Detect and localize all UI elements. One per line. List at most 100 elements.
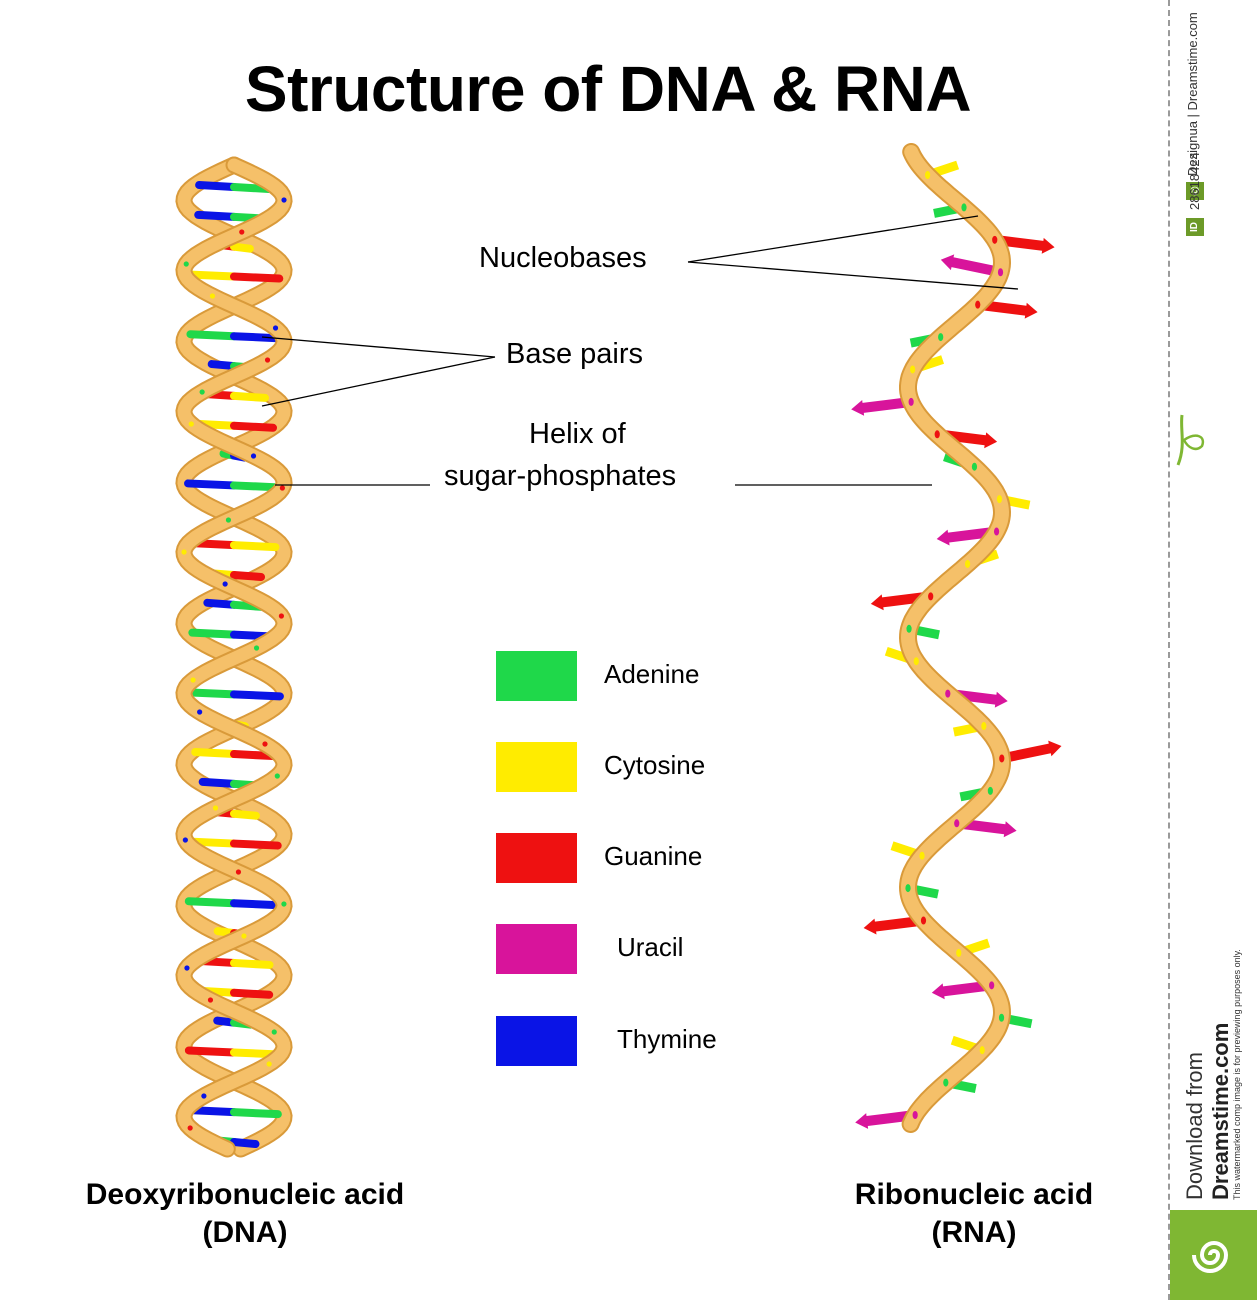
rna-strand-dot: [964, 559, 971, 568]
dna-strand-dot: [188, 421, 194, 427]
rna-single-helix: [851, 143, 1062, 1133]
dna-strand-dot: [212, 805, 219, 811]
dna-base-pair-right: [230, 750, 277, 761]
dna-base-pair-right: [230, 421, 278, 432]
rna-strand-dot: [920, 916, 927, 925]
dna-strand-dot: [207, 997, 214, 1003]
leaf-icon: [1176, 414, 1205, 466]
dna-base-pair-right: [230, 809, 260, 820]
dna-base-pair-right: [230, 1108, 282, 1119]
dna-base-pair-right: [230, 541, 280, 552]
dna-caption-line2: (DNA): [202, 1216, 288, 1249]
dna-base-pair-right: [230, 690, 284, 701]
dna-strand-dot: [271, 1029, 277, 1035]
id-number: 28618424: [1187, 152, 1202, 210]
dna-base-pair-right: [230, 570, 266, 581]
rna-nucleobase: [1000, 740, 1062, 764]
dna-caption: Deoxyribonucleic acid (DNA): [40, 1176, 450, 1252]
base-pairs-line-upper: [261, 336, 496, 358]
rna-caption-line1: Ribonucleic acid: [854, 1178, 1094, 1211]
site-name-text: Dreamstime.com: [1208, 1022, 1233, 1200]
legend-label-cytosine: Cytosine: [604, 750, 706, 780]
rna-strand-dot: [975, 300, 981, 309]
rna-strand-dot: [934, 430, 940, 439]
rna-strand-dot: [913, 657, 919, 666]
dna-base-pair-left: [184, 270, 238, 281]
dna-strand-dot: [209, 293, 216, 299]
dna-base-pair-left: [184, 897, 238, 908]
rna-nucleobase: [936, 429, 998, 449]
dna-strand-dot: [266, 1061, 272, 1067]
rna-strand-dot: [981, 722, 987, 731]
legend-swatch-cytosine: [496, 742, 577, 792]
rna-strand-dot: [998, 1013, 1005, 1022]
rna-caption: Ribonucleic acid (RNA): [820, 1176, 1128, 1252]
dna-double-helix: [175, 156, 293, 1158]
rna-strand-dot: [979, 1046, 985, 1055]
base-pairs-line-lower: [261, 356, 496, 407]
dna-base-pair-right: [230, 272, 284, 283]
rna-strand-dot: [905, 884, 911, 893]
download-from-text: Download from: [1182, 1052, 1207, 1200]
dna-base-pair-left: [186, 330, 238, 341]
dna-base-pair-left: [203, 598, 238, 609]
dreamstime-logo: [1170, 1210, 1257, 1300]
dna-strand-dot: [225, 517, 232, 523]
rna-strand-dot: [993, 527, 1000, 536]
preview-notice-text: This watermarked comp image is for previ…: [1232, 949, 1242, 1200]
rna-strand-dot: [938, 333, 944, 342]
dna-strand-dot: [199, 389, 205, 395]
rna-strand-dot: [928, 592, 934, 601]
rna-strand-dot: [908, 397, 914, 406]
rna-nucleobase: [870, 591, 932, 611]
dna-strand-dot: [281, 901, 287, 907]
dna-base-pair-right: [230, 242, 254, 253]
watermark-sidebar: © Designua | Dreamstime.com ID 28618424 …: [1168, 0, 1257, 1300]
spiral-logo-icon: [1192, 1241, 1229, 1273]
dna-strand-dot: [182, 837, 188, 843]
dna-base-pair-right: [230, 391, 270, 402]
dna-base-pair-left: [186, 1106, 238, 1117]
rna-strand-dot: [996, 495, 1003, 504]
helix-label-line1: Helix of: [529, 418, 626, 450]
legend-item-cytosine: Cytosine: [496, 742, 796, 792]
legend-swatch-guanine: [496, 833, 577, 883]
dna-base-pair-left: [184, 688, 238, 699]
rna-nucleobase: [947, 688, 1008, 708]
dna-strand-dot: [241, 933, 247, 939]
rna-nucleobase: [940, 254, 1002, 278]
dna-strand-dot: [235, 869, 242, 875]
dna-strand-dot: [253, 645, 260, 651]
rna-strand: [900, 145, 1010, 1131]
dna-base-pair-right: [230, 1138, 260, 1148]
dna-strand-dot: [239, 229, 245, 235]
dna-strand-dot: [250, 453, 257, 459]
legend-swatch-thymine: [496, 1016, 577, 1066]
legend-label-thymine: Thymine: [617, 1024, 717, 1054]
rna-strand-dot: [971, 462, 978, 471]
rna-strand-dot: [912, 1111, 918, 1119]
rna-nucleobase: [977, 299, 1038, 319]
dna-base-pair-left: [191, 748, 238, 759]
dna-base-pair-right: [230, 899, 284, 910]
legend-swatch-adenine: [496, 651, 577, 701]
rna-caption-line2: (RNA): [931, 1216, 1017, 1249]
dna-strand-dot: [278, 613, 285, 619]
dna-caption-line1: Deoxyribonucleic acid: [85, 1178, 405, 1211]
rna-nucleobase: [863, 915, 925, 935]
rna-nucleobase: [931, 980, 993, 1000]
rna-strand-dot: [945, 689, 951, 698]
dna-base-pair-right: [230, 839, 282, 850]
dna-base-pair-right: [230, 958, 274, 969]
rna-strand-dot: [943, 1078, 949, 1087]
rna-strand-dot: [997, 268, 1004, 277]
id-badge-icon: ID: [1186, 218, 1204, 236]
dna-strand-dot: [272, 325, 279, 331]
rna-strand-dot: [954, 819, 960, 828]
page-title: Structure of DNA & RNA: [244, 53, 972, 125]
legend-swatch-uracil: [496, 924, 577, 974]
dna-strand-dot: [184, 965, 190, 971]
dna-strand-dot: [281, 197, 287, 203]
legend-label-uracil: Uracil: [617, 932, 684, 962]
